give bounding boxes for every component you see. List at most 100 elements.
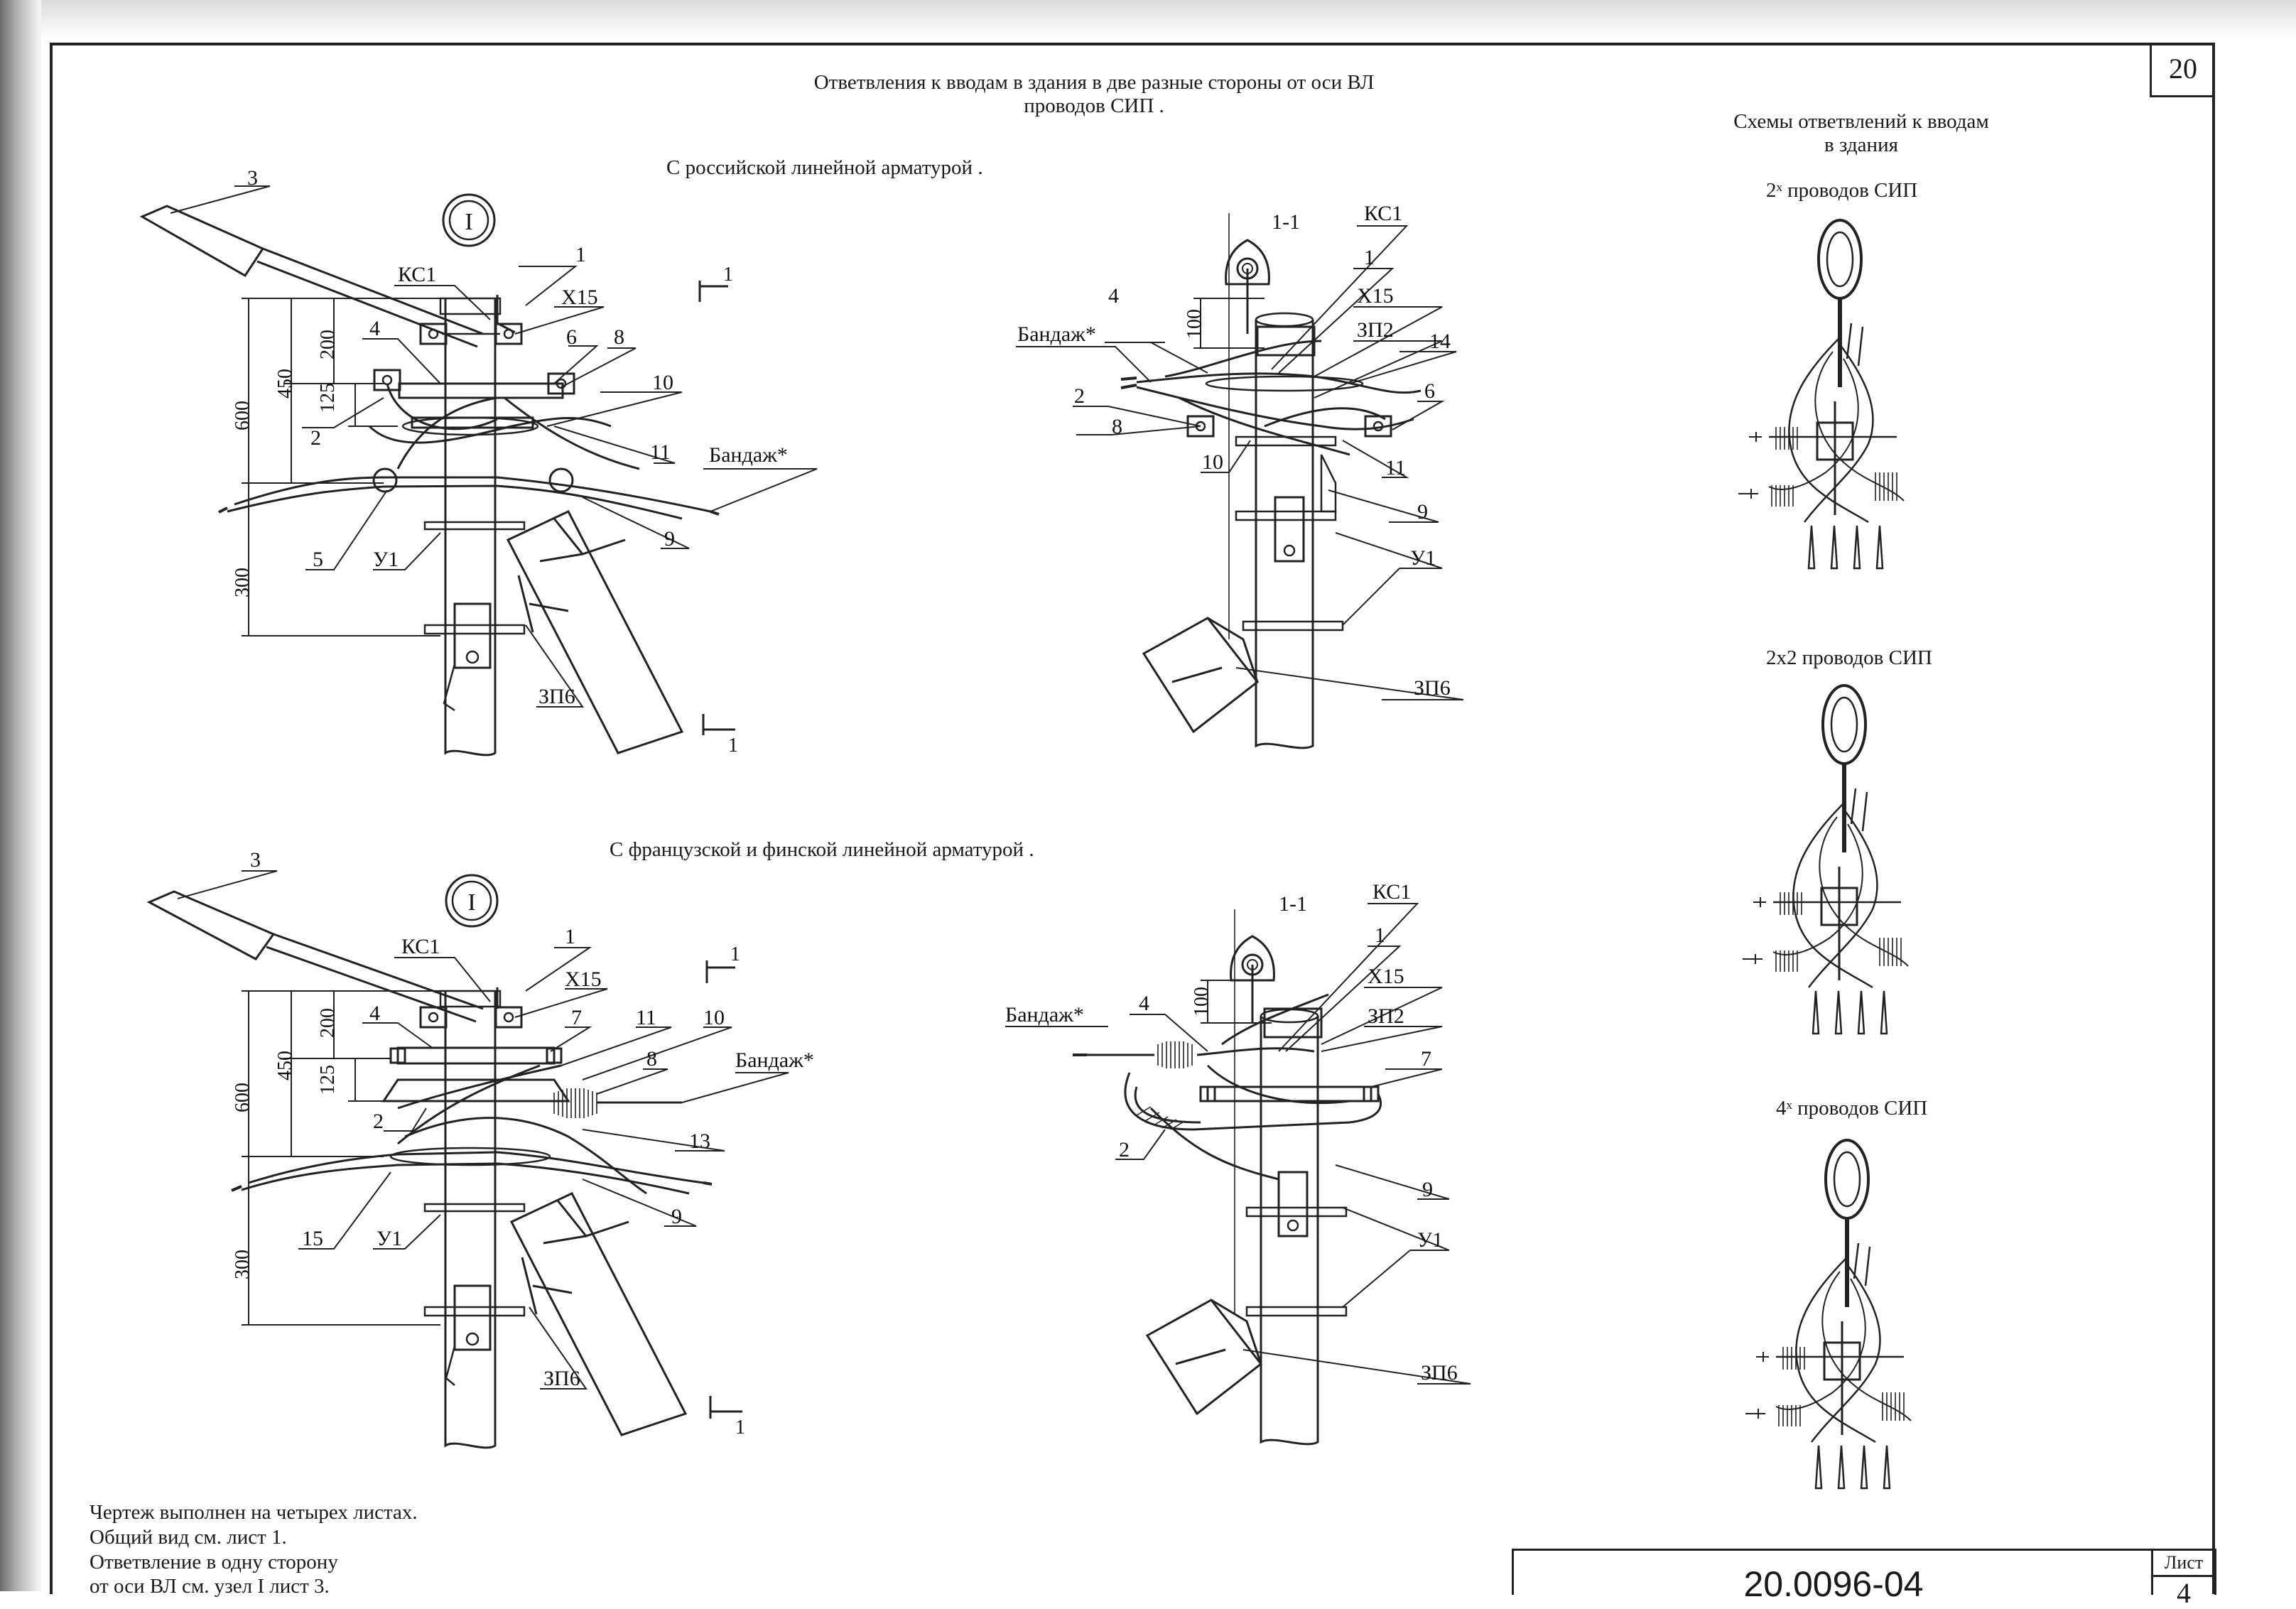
label-u1-tr: У1 xyxy=(1410,546,1436,570)
view-bottom-left: 200 450 125 600 300 I 1 1 xyxy=(146,848,814,1449)
label-u1-bl: У1 xyxy=(377,1227,402,1250)
section-mark-lower-bl: 1 xyxy=(735,1416,745,1439)
scan-shadow-top xyxy=(0,0,2296,38)
scan-shadow-left xyxy=(0,0,41,1591)
label-11-bl: 11 xyxy=(636,1006,656,1029)
label-section-1-1-br: 1-1 xyxy=(1279,892,1307,916)
label-7-br: 7 xyxy=(1421,1047,1431,1071)
label-1-br: 1 xyxy=(1375,923,1385,947)
scheme-2x2 xyxy=(1743,686,1908,1034)
dim-450-bl: 450 xyxy=(274,1051,296,1080)
label-4-br: 4 xyxy=(1139,992,1149,1015)
schemes-title: Схемы ответвлений к вводам в здания xyxy=(1648,110,2074,158)
label-2-bl: 2 xyxy=(373,1110,384,1133)
note-line1: Чертеж выполнен на четырех листах. xyxy=(90,1501,418,1524)
label-6-tl: 6 xyxy=(566,325,577,349)
label-ks1-tr: КС1 xyxy=(1364,202,1402,225)
label-x15-bl: Х15 xyxy=(565,968,602,991)
label-ks1-bl: КС1 xyxy=(401,935,440,958)
note-line3: Ответвление в одну сторону xyxy=(90,1550,338,1573)
view-top-right: 100 1-1 КС1 1 Х15 ЗП2 14 4 Бандаж* xyxy=(1016,202,1464,749)
node-mark-top-left: I xyxy=(465,209,472,235)
label-14-tr: 14 xyxy=(1429,330,1451,353)
label-zp2-tr: ЗП2 xyxy=(1357,318,1394,342)
section-title-russian: С российской линейной арматурой . xyxy=(666,156,983,179)
node-mark-bottom-left: I xyxy=(467,889,475,916)
dim-125-top-left: 125 xyxy=(317,383,339,413)
dim-125-bl: 125 xyxy=(317,1065,339,1095)
label-8-bl: 8 xyxy=(646,1047,657,1071)
label-2-tr: 2 xyxy=(1074,384,1085,408)
scheme-2x xyxy=(1738,220,1904,568)
label-4-bl: 4 xyxy=(369,1002,380,1025)
label-10-tr: 10 xyxy=(1202,450,1223,474)
label-4-tl: 4 xyxy=(369,317,380,340)
label-ks1-br: КС1 xyxy=(1372,880,1411,904)
scheme-caption-2x2: 2x2 проводов СИП xyxy=(1766,646,1932,669)
label-1-tr: 1 xyxy=(1364,246,1375,269)
branch-wires xyxy=(227,383,711,520)
conductor-cable-3 xyxy=(139,205,484,348)
label-u1-br: У1 xyxy=(1417,1228,1443,1252)
dim-450-top-left: 450 xyxy=(274,369,296,399)
dim-600-top-left: 600 xyxy=(232,401,254,430)
main-title: Ответвления к вводам в здания в две разн… xyxy=(710,71,1478,119)
zp6-box-bottom-right xyxy=(1145,1299,1263,1416)
label-9-br: 9 xyxy=(1422,1178,1433,1201)
label-u1-tl: У1 xyxy=(373,548,399,571)
dim-200-bl: 200 xyxy=(317,1008,339,1038)
sheet-number: 20 xyxy=(2169,53,2197,85)
dim-600-bl: 600 xyxy=(232,1083,254,1112)
dim-100-br: 100 xyxy=(1191,987,1213,1017)
label-bandage-tl: Бандаж* xyxy=(709,443,788,467)
label-zp2-br: ЗП2 xyxy=(1368,1004,1404,1028)
dimensions-top-left xyxy=(242,298,469,636)
label-x15-tr: Х15 xyxy=(1357,284,1394,308)
label-ks1-tl: КС1 xyxy=(398,263,436,286)
label-6-tr: 6 xyxy=(1424,379,1435,403)
main-title-line2: проводов СИП . xyxy=(1024,94,1164,118)
label-4-tr: 4 xyxy=(1108,284,1119,308)
label-10-bl: 10 xyxy=(703,1006,725,1029)
label-9-tl: 9 xyxy=(664,527,675,551)
zp6-box-top-left xyxy=(506,510,684,754)
view-bottom-right: 100 1-1 КС1 1 Х15 ЗП2 7 4 Бандаж* 2 9 У1… xyxy=(1005,880,1471,1446)
label-7-bl: 7 xyxy=(571,1006,582,1029)
label-2-br: 2 xyxy=(1119,1138,1130,1161)
label-x15-tl: Х15 xyxy=(561,286,598,309)
dim-200-top-left: 200 xyxy=(317,330,339,359)
label-9-bl: 9 xyxy=(671,1205,682,1228)
zp6-box-top-right xyxy=(1142,617,1260,734)
label-3-bl: 3 xyxy=(250,848,261,872)
dim-300-top-left: 300 xyxy=(232,568,254,597)
dim-100-tr: 100 xyxy=(1184,309,1206,339)
drawing-frame xyxy=(50,43,2215,1594)
label-zp6-tr: ЗП6 xyxy=(1414,676,1451,700)
view-top-left: 200 450 125 600 300 I 1 1 xyxy=(139,166,818,757)
label-zp6-bl: ЗП6 xyxy=(543,1367,580,1390)
label-bandage-br: Бандаж* xyxy=(1005,1003,1084,1026)
label-8-tr: 8 xyxy=(1112,415,1122,438)
label-bandage-tr: Бандаж* xyxy=(1017,323,1096,346)
label-zp6-tl: ЗП6 xyxy=(538,685,575,708)
label-section-1-1: 1-1 xyxy=(1272,210,1300,234)
label-15-bl: 15 xyxy=(302,1227,323,1250)
scheme-caption-4x: 4ˣ проводов СИП xyxy=(1776,1097,1928,1120)
schemes-title-line2: в здания xyxy=(1824,134,1898,157)
label-5-tl: 5 xyxy=(313,548,323,571)
label-2-tl: 2 xyxy=(310,426,321,450)
section-mark-lower-tl: 1 xyxy=(728,735,738,757)
label-9-tr: 9 xyxy=(1417,500,1428,524)
label-8-tl: 8 xyxy=(614,325,624,349)
zp6-box-bottom-left xyxy=(509,1192,688,1436)
label-1-tl: 1 xyxy=(575,243,586,266)
sheet-label: Лист xyxy=(2153,1551,2214,1577)
label-x15-br: Х15 xyxy=(1368,965,1404,988)
label-1-bl: 1 xyxy=(565,925,575,948)
section-mark-upper-bl: 1 xyxy=(730,943,740,965)
main-title-line1: Ответвления к вводам в здания в две разн… xyxy=(813,71,1375,94)
section-mark-upper-tl: 1 xyxy=(723,264,733,286)
schemes-title-line1: Схемы ответвлений к вводам xyxy=(1733,110,1989,133)
label-13-bl: 13 xyxy=(689,1129,710,1153)
